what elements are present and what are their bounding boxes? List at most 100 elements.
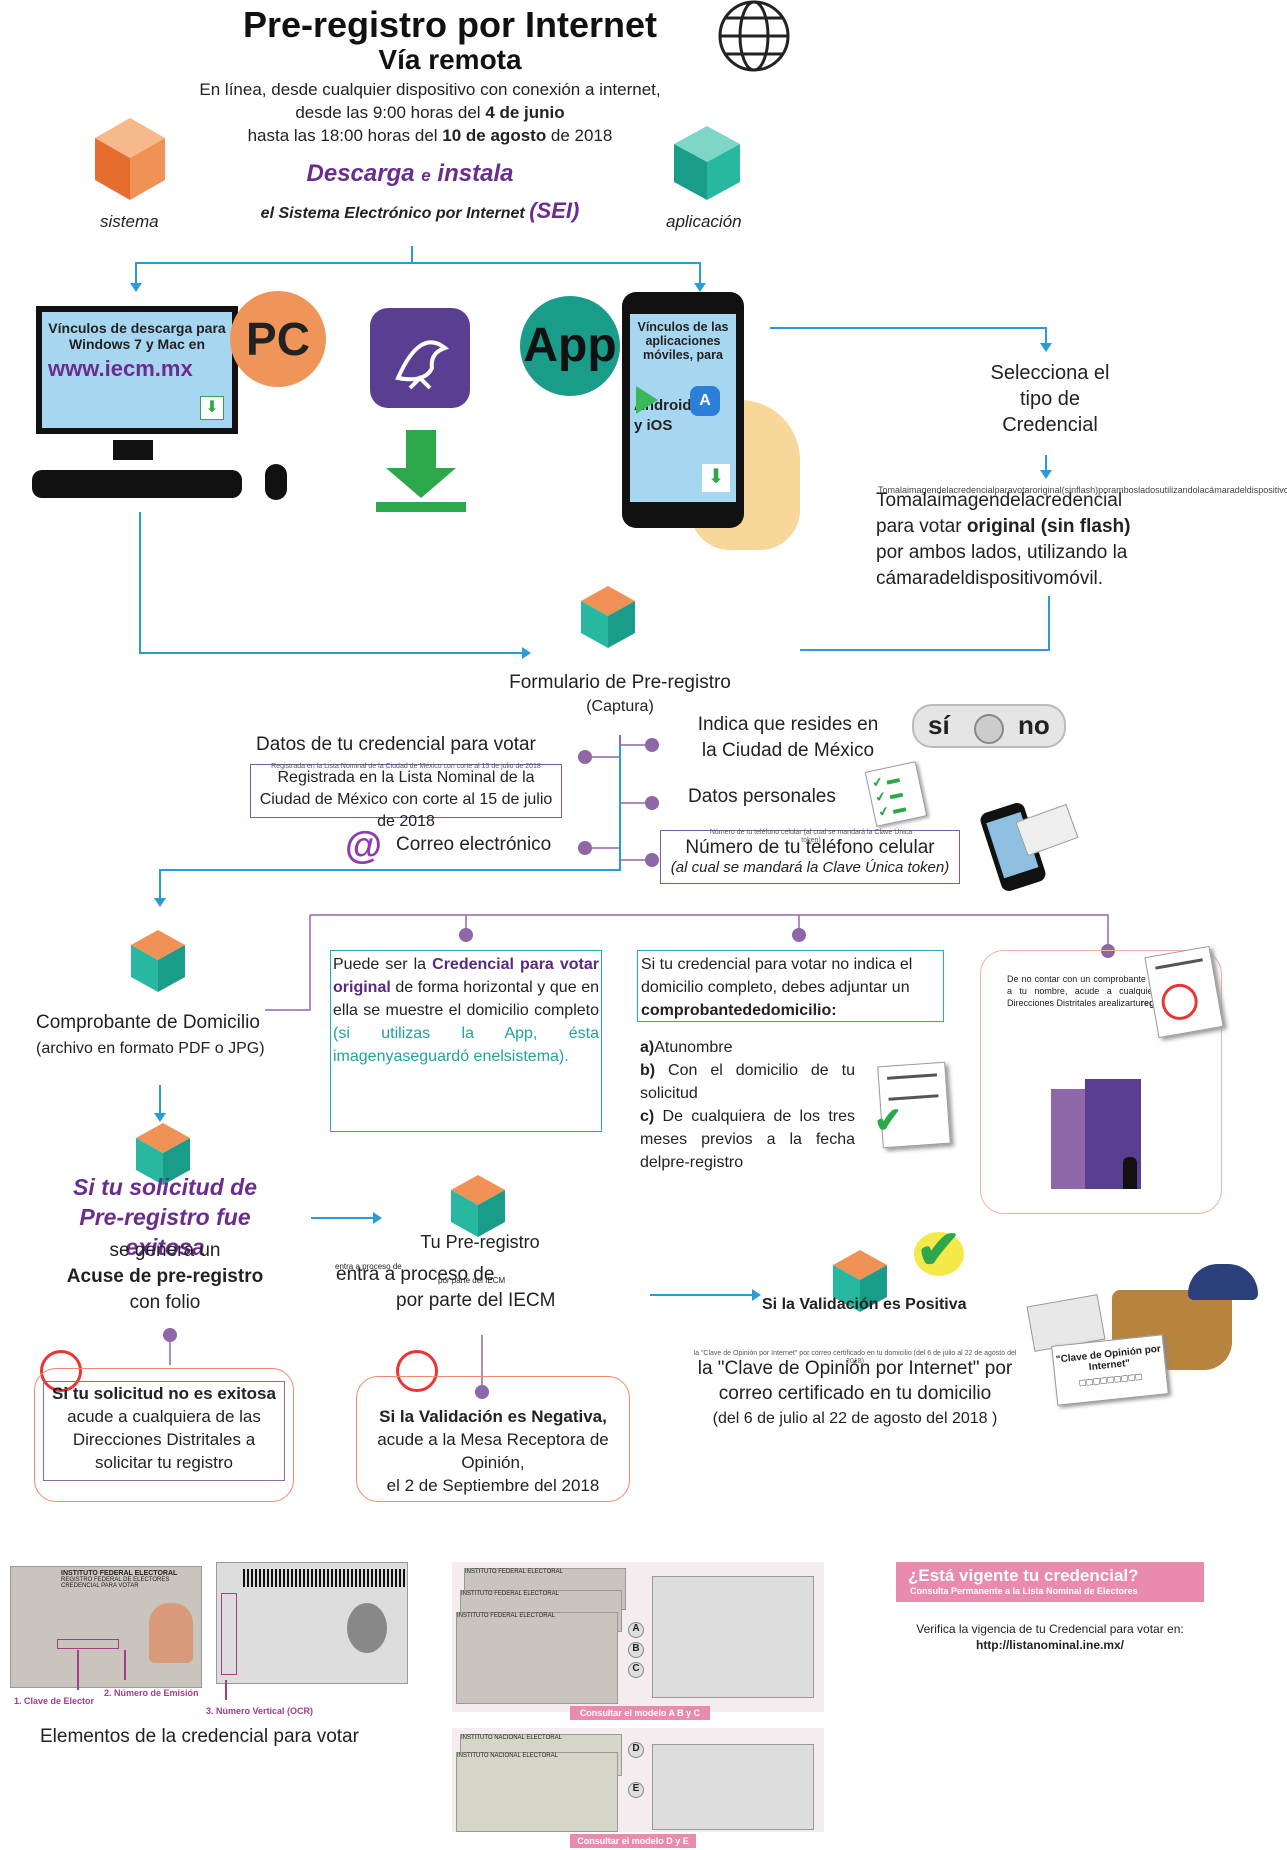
tree-dot: [792, 928, 806, 942]
credential-photo: [149, 1603, 193, 1663]
at-sign-icon: @: [345, 825, 383, 867]
credential-back-image: [216, 1562, 408, 1684]
requisitos-list: a)Atunombre b) Con el domicilio de tu so…: [640, 1036, 855, 1174]
datos-personales: Datos personales: [688, 786, 836, 807]
validacion-positiva: Si la Validación es Positiva: [762, 1296, 967, 1313]
si-no-toggle[interactable]: sí no: [912, 704, 1066, 748]
tree-dot: [645, 796, 659, 810]
no-exitosa-box: Si tu solicitud no es exitosa acude a cu…: [34, 1368, 294, 1502]
intro-line-2: desde las 9:00 horas del 4 de junio: [295, 103, 565, 122]
tree-dot: [578, 841, 592, 855]
photo-instruction-ghost: Tomalaimagendelacredencialparavotarorigi…: [878, 485, 1287, 495]
requisito-b: b) Con el domicilio de tu solicitud: [640, 1062, 855, 1102]
label-clave-elector: 1. Clave de Elector: [14, 1696, 95, 1706]
direcciones-distritales-box: De no contar con un comprobante de domic…: [980, 945, 1224, 1214]
label-numero-vertical: 3. Número Vertical (OCR): [206, 1706, 314, 1716]
intro-line-3: hasta las 18:00 horas del 10 de agosto d…: [247, 126, 613, 145]
registrada-box: Registrada en la Lista Nominal de la Ciu…: [250, 763, 562, 830]
check-circle-icon: ✔: [914, 1220, 964, 1280]
model-letter-e: E: [628, 1782, 644, 1798]
no-entry-icon: [396, 1350, 438, 1392]
download-small-icon[interactable]: ⬇: [702, 464, 730, 492]
form-title: Formulario de Pre-registro: [509, 672, 731, 693]
tree-dot: [475, 1385, 489, 1399]
barcode: [243, 1569, 407, 1587]
model-letter-b: B: [628, 1642, 644, 1658]
tree-dot: [459, 928, 473, 942]
clave-ghost: la "Clave de Opinión por Internet" por c…: [693, 1350, 1017, 1365]
consultar-modelo-abc-link[interactable]: Consultar el modelo A B y C: [570, 1706, 710, 1720]
model-letter-a: A: [628, 1622, 644, 1638]
toggle-si-label: sí: [928, 710, 950, 740]
phone-device: Vínculos de las aplicaciones móviles, pa…: [622, 292, 744, 528]
opcion-credencial-box: Puede ser la Credencial para votar origi…: [330, 950, 602, 1132]
clave-elector-highlight: [57, 1639, 119, 1649]
pc-screen-text: Vínculos de descarga para Windows 7 y Ma…: [48, 320, 226, 352]
label-aplicacion: aplicación: [666, 212, 742, 231]
people-icon: [1123, 1157, 1137, 1189]
label-numero-emision: 2. Número de Emisión: [104, 1688, 199, 1698]
tree-dot: [163, 1328, 177, 1342]
proceso-ghost-2: por parte del IECM: [438, 1276, 506, 1285]
proceso-ghost-1: entra a proceso de: [335, 1262, 402, 1271]
tree-dot: [645, 853, 659, 867]
credential-front-image: INSTITUTO FEDERAL ELECTORAL REGISTRO FED…: [10, 1566, 202, 1688]
exito-title: Si tu solicitud de Pre-registro fue exit…: [72, 1174, 257, 1260]
tree-dot: [578, 750, 592, 764]
modelos-abc-panel: INSTITUTO FEDERAL ELECTORAL INSTITUTO FE…: [452, 1562, 824, 1712]
app-store-icon[interactable]: A: [690, 386, 720, 416]
formato-archivo: (archivo en formato PDF o JPG): [36, 1040, 265, 1057]
mail-cap-icon: [1188, 1264, 1258, 1300]
sei-app-icon[interactable]: [370, 308, 470, 408]
sei-line: el Sistema Electrónico por Internet (SEI…: [260, 198, 580, 223]
toggle-knob[interactable]: [974, 714, 1004, 744]
download-arrow-icon[interactable]: [376, 430, 466, 512]
credential-model-back: [652, 1576, 814, 1698]
download-small-icon[interactable]: ⬇: [200, 396, 224, 420]
credential-model-back: [652, 1744, 814, 1830]
phone-screen: Vínculos de las aplicaciones móviles, pa…: [630, 314, 736, 502]
pc-monitor: Vínculos de descarga para Windows 7 y Ma…: [36, 306, 238, 434]
correo-electronico: Correo electrónico: [396, 834, 552, 855]
tu-prerregistro: Tu Pre-registro: [420, 1232, 540, 1252]
verifica-text: Verifica la vigencia de tu Credencial pa…: [916, 1622, 1184, 1636]
no-entry-icon: [40, 1350, 82, 1392]
model-letter-c: C: [628, 1662, 644, 1678]
pc-url-link[interactable]: www.iecm.mx: [48, 356, 193, 381]
mouse-icon: [265, 464, 287, 500]
requisito-a: a)Atunombre: [640, 1039, 733, 1056]
form-captura: (Captura): [586, 698, 654, 715]
consultar-modelo-de-link[interactable]: Consultar el modelo D y E: [570, 1834, 696, 1848]
negativa-box: Si la Validación es Negativa, acude a la…: [356, 1376, 630, 1502]
keyboard: [32, 470, 242, 498]
app-screen-text: Vínculos de las aplicaciones móviles, pa…: [637, 320, 729, 362]
vigente-banner[interactable]: ¿Está vigente tu credencial? Consulta Pe…: [896, 1562, 1204, 1602]
indica-residencia: Indica que resides en la Ciudad de Méxic…: [697, 714, 879, 761]
intro-line-1: En línea, desde cualquier dispositivo co…: [199, 80, 661, 99]
tree-dot: [1101, 944, 1115, 958]
document-no-icon: [1144, 945, 1224, 1039]
clave-card: "Clave de Opinión por Internet" □□□□□□□□…: [1051, 1334, 1169, 1406]
checklist-icon: ✔ ▬✔ ▬✔ ▬: [864, 761, 928, 827]
verifica-url-link[interactable]: http://listanominal.ine.mx/: [975, 1638, 1124, 1652]
comprobante-domicilio: Comprobante de Domicilio: [36, 1012, 260, 1033]
credential-model-e: INSTITUTO NACIONAL ELECTORAL: [456, 1752, 618, 1832]
tree-dot: [645, 738, 659, 752]
monitor-stand: [113, 440, 153, 460]
requisito-c: c) De cualquiera de los tres meses previ…: [640, 1108, 855, 1171]
credential-model-c: INSTITUTO FEDERAL ELECTORAL: [456, 1612, 618, 1704]
telefono-box: Número de tu teléfono celular (al cual s…: [660, 829, 960, 884]
clave-opinion-info: la "Clave de Opinión por Internet" por c…: [697, 1358, 1013, 1427]
iecm-line: por parte del IECM: [396, 1290, 556, 1311]
fingerprint-icon: [347, 1603, 387, 1653]
datos-credencial: Datos de tu credencial para votar: [256, 734, 536, 755]
proceso-line: entra a proceso de: [336, 1264, 495, 1285]
toggle-no-label: no: [1018, 710, 1050, 740]
app-badge: App: [520, 296, 620, 396]
ocr-highlight: [221, 1593, 237, 1675]
play-store-icon[interactable]: [636, 386, 658, 414]
model-letter-d: D: [628, 1742, 644, 1758]
globe-icon: [718, 0, 790, 72]
page-title: Pre-registro por Internet: [242, 4, 658, 45]
label-sistema: sistema: [100, 212, 159, 231]
